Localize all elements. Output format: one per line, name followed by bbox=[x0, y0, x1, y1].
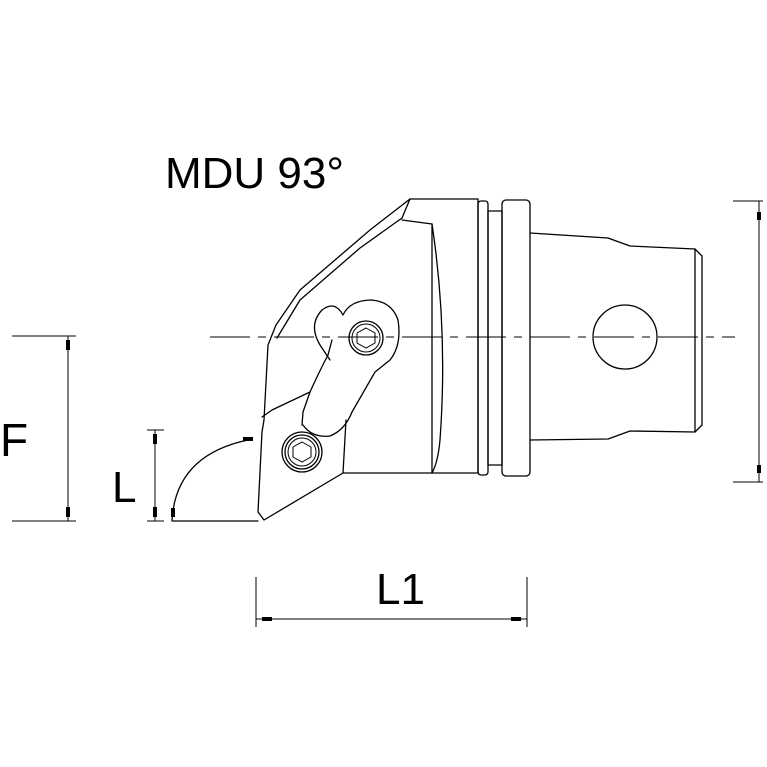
shank-hole bbox=[592, 304, 658, 370]
holder-flange bbox=[477, 199, 531, 477]
l1-dimension: L1 bbox=[255, 565, 528, 627]
approach-angle-arc bbox=[171, 437, 259, 522]
insert-screw bbox=[281, 431, 323, 473]
hex-socket-icon bbox=[356, 327, 376, 349]
holder-head bbox=[257, 198, 479, 521]
f-label: F bbox=[0, 414, 28, 466]
drawing-title: MDU 93° bbox=[165, 149, 344, 198]
l1-label: L1 bbox=[376, 565, 425, 614]
hex-socket-icon bbox=[292, 441, 312, 463]
clamp-screw bbox=[348, 320, 384, 356]
l-label: L bbox=[112, 463, 136, 512]
right-height-dimension bbox=[733, 200, 763, 483]
holder-shank bbox=[529, 232, 703, 441]
f-dimension: F bbox=[0, 335, 76, 522]
l-dimension: L bbox=[112, 429, 164, 522]
